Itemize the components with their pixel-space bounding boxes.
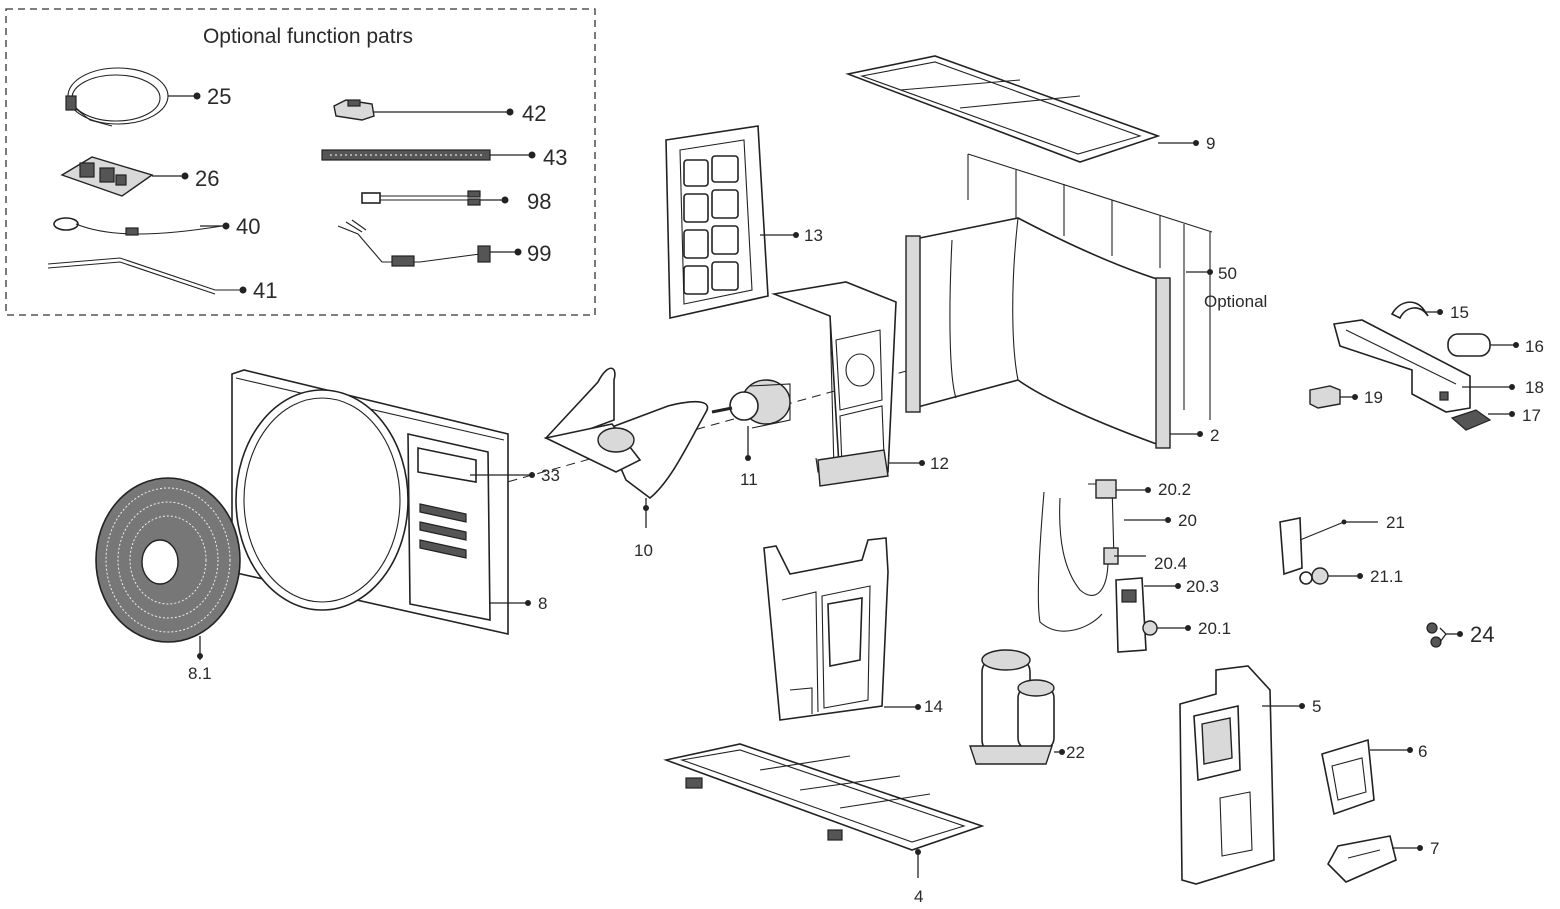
- label-20-4: 20.4: [1154, 554, 1187, 573]
- part-16-capacitor: 16: [1447, 333, 1544, 357]
- part-41-heater: 41: [47, 257, 277, 303]
- part-14-partition: 14: [763, 537, 943, 721]
- label-24: 24: [1470, 622, 1494, 647]
- part-42-block: 42: [333, 99, 546, 126]
- part-43-strip: 43: [321, 145, 567, 170]
- label-21-1: 21.1: [1370, 567, 1403, 586]
- label-20-1: 20.1: [1198, 619, 1231, 638]
- label-21: 21: [1386, 513, 1405, 532]
- label-20-3: 20.3: [1186, 577, 1219, 596]
- part-9-top-cover: 9: [845, 55, 1215, 163]
- part-25-cable-coil: 25: [65, 67, 231, 127]
- label-25: 25: [207, 84, 231, 109]
- label-13: 13: [804, 226, 823, 245]
- label-16: 16: [1525, 337, 1544, 356]
- part-17-terminal: 17: [1450, 406, 1541, 431]
- label-50-optional: Optional: [1204, 292, 1267, 311]
- label-41: 41: [253, 278, 277, 303]
- part-18-electric-box: 18: [1332, 319, 1544, 413]
- part-99-cable: 99: [337, 219, 551, 267]
- part-20-piping: 20.2 20 20.4 20.3 20.1: [1037, 479, 1231, 653]
- part-2-condenser: 2: [905, 217, 1219, 449]
- label-26: 26: [195, 166, 219, 191]
- part-40-sensor: 40: [53, 214, 260, 239]
- label-7: 7: [1430, 839, 1439, 858]
- label-6: 6: [1418, 742, 1427, 761]
- part-8-front-panel: 33 8: [231, 369, 560, 635]
- label-17: 17: [1522, 406, 1541, 425]
- label-9: 9: [1206, 134, 1215, 153]
- part-15-clamp: 15: [1390, 301, 1469, 322]
- label-8: 8: [538, 594, 547, 613]
- label-98: 98: [527, 189, 551, 214]
- part-19-relay: 19: [1309, 385, 1383, 409]
- label-22: 22: [1066, 743, 1085, 762]
- part-6-valve-cover: 6: [1321, 738, 1427, 816]
- part-13-side-grille: 13: [665, 125, 823, 319]
- part-12-motor-bracket: 12: [771, 281, 949, 487]
- part-4-base-pan: 4: [663, 743, 985, 906]
- label-2: 2: [1210, 426, 1219, 445]
- part-50-wire-mesh: 50 Optional: [967, 153, 1267, 420]
- part-10-fan-blade: 10: [543, 367, 709, 560]
- label-20: 20: [1178, 511, 1197, 530]
- part-22-compressor: 22: [969, 649, 1085, 765]
- label-11: 11: [740, 470, 758, 489]
- part-21-valve: 21 21.1: [1279, 513, 1405, 586]
- optional-parts-box: Optional function patrs 25 26 40: [5, 8, 596, 316]
- label-50: 50: [1218, 264, 1237, 283]
- label-33: 33: [541, 466, 560, 485]
- label-8-1: 8.1: [188, 664, 212, 683]
- label-99: 99: [527, 241, 551, 266]
- part-11-fan-motor: 11: [711, 379, 791, 489]
- part-98-wire: 98: [361, 189, 551, 214]
- label-18: 18: [1525, 378, 1544, 397]
- part-26-pcb: 26: [60, 156, 219, 197]
- label-15: 15: [1450, 303, 1469, 322]
- part-24-nuts: 24: [1426, 622, 1494, 648]
- label-14: 14: [924, 697, 943, 716]
- optional-box-title: Optional function patrs: [203, 25, 413, 48]
- label-4: 4: [914, 887, 923, 906]
- label-20-2: 20.2: [1158, 480, 1191, 499]
- label-12: 12: [930, 454, 949, 473]
- label-42: 42: [522, 101, 546, 126]
- label-10: 10: [634, 541, 653, 560]
- part-7-handle: 7: [1327, 835, 1439, 883]
- part-5-side-panel: 5: [1179, 665, 1321, 885]
- label-43: 43: [543, 145, 567, 170]
- label-40: 40: [236, 214, 260, 239]
- label-19: 19: [1364, 388, 1383, 407]
- part-8-1-fan-guard: 8.1: [95, 477, 241, 683]
- label-5: 5: [1312, 697, 1321, 716]
